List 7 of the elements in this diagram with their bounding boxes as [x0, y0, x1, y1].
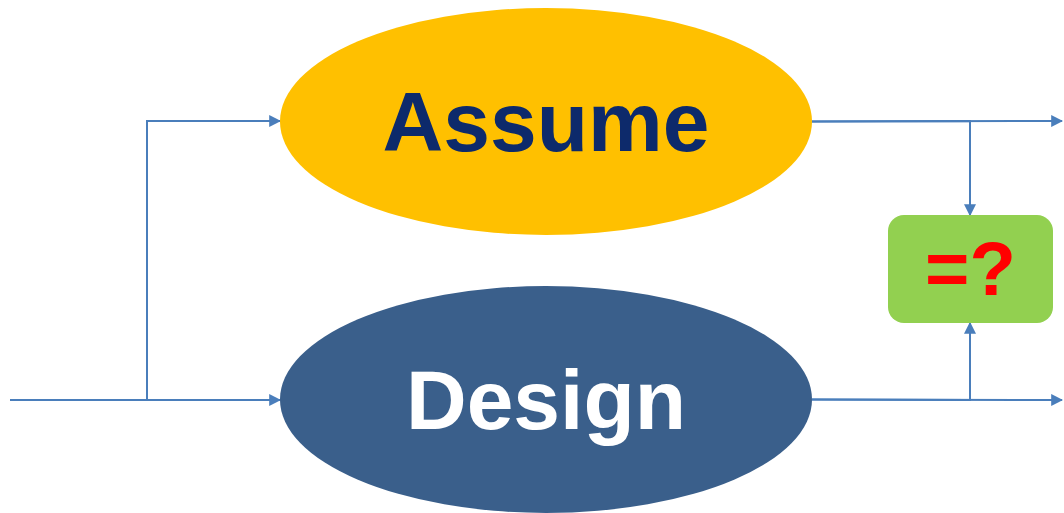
node-label: Assume: [382, 79, 710, 164]
arrow: [811, 321, 976, 401]
node-label: =?: [925, 231, 1016, 307]
comparison-box: [888, 215, 1053, 323]
arrow: [811, 120, 976, 217]
arrow: [9, 394, 282, 406]
arrow: [146, 115, 282, 401]
